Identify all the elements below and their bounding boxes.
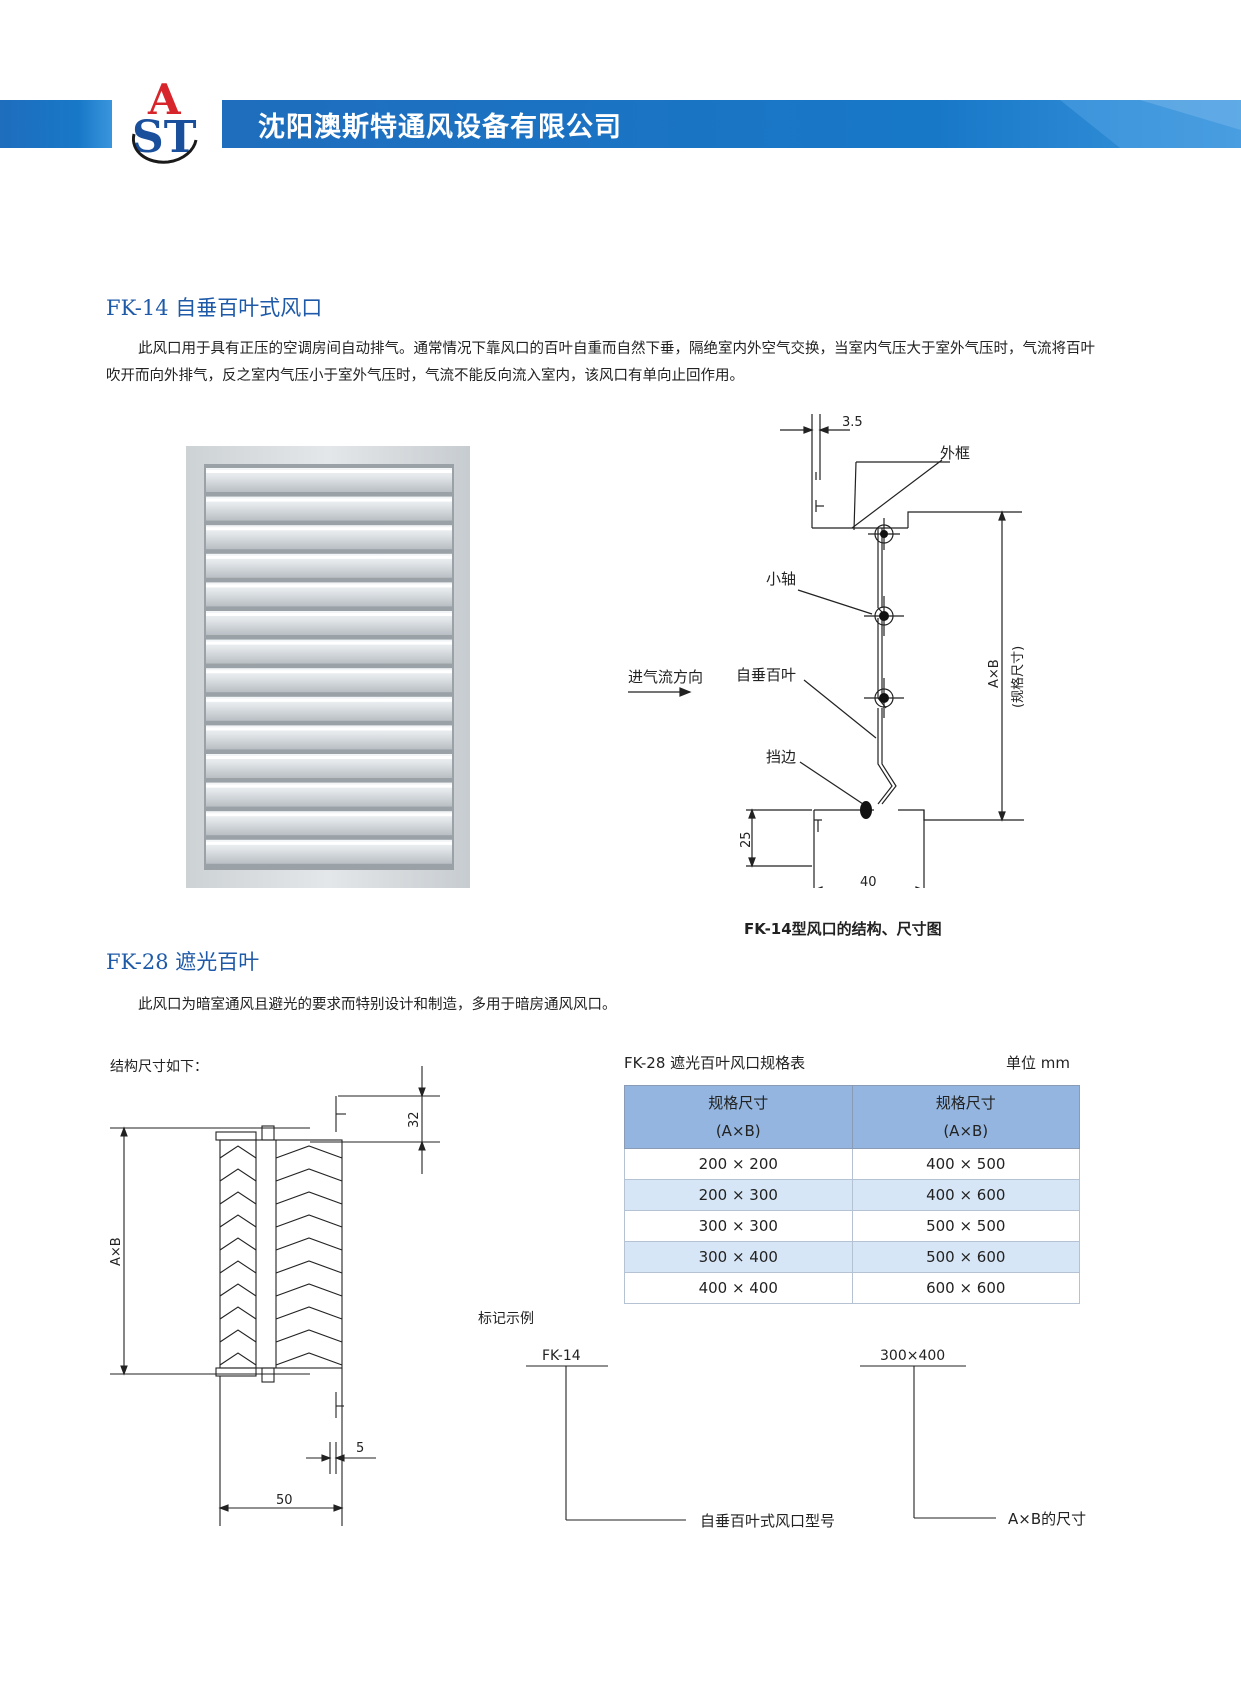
fk14-product-photo [186, 446, 470, 888]
header-band [0, 100, 1241, 148]
louver-slat-highlight [206, 756, 452, 759]
chevron-blade [219, 1260, 257, 1274]
table-cell: 200 × 300 [624, 1179, 853, 1211]
fk14-label-louver: 自垂百叶 [736, 666, 796, 684]
louver-slat-highlight [206, 841, 452, 845]
table-cell: 400 × 500 [851, 1148, 1080, 1180]
marking-model-code: FK-14 [542, 1348, 581, 1364]
chevron-blade [275, 1145, 343, 1159]
table-header-row: 规格尺寸 (A×B) 规格尺寸 (A×B) [624, 1085, 1080, 1149]
fk14-diagram-caption: FK-14型风口的结构、尺寸图 [744, 920, 942, 938]
table-unit: 单位 mm [1006, 1054, 1070, 1072]
louver-slat-highlight [206, 555, 452, 559]
company-logo: A ST [131, 75, 198, 164]
louver-slat-highlight [206, 698, 452, 702]
table-header-cell: 规格尺寸 (A×B) [624, 1085, 853, 1149]
header-line1: 规格尺寸 [708, 1094, 769, 1112]
marking-size-code: 300×400 [880, 1348, 945, 1364]
chevron-blade [219, 1306, 257, 1320]
marking-title: 标记示例 [478, 1311, 534, 1327]
table-cell: 400 × 600 [851, 1179, 1080, 1211]
fk28-dim-top: 32 [407, 1111, 422, 1128]
fk28-dim-gap: 5 [356, 1441, 364, 1456]
fk28-dim-ab: A×B [109, 1237, 124, 1266]
louver-slat-highlight [206, 613, 452, 616]
chevron-blade [219, 1145, 257, 1159]
louver-slat-highlight [206, 727, 452, 731]
chevron-blade [219, 1168, 257, 1182]
fk14-label-frame: 外框 [940, 444, 970, 462]
chevron-blade [219, 1329, 257, 1343]
section1-paragraph: 此风口用于具有正压的空调房间自动排气。通常情况下靠风口的百叶自重而自然下垂，隔绝… [106, 341, 1095, 384]
louver-slat-highlight [206, 784, 452, 788]
fk14-dim-top: 3.5 [842, 415, 863, 430]
table-cell: 200 × 200 [624, 1148, 853, 1180]
header-line2: (A×B) [943, 1122, 989, 1140]
fk14-structure-diagram: 3.5 外框 小轴 进气流方向 自垂百叶 挡边 A×B (规格尺寸) 25 40 [628, 414, 1026, 888]
marking-model-desc: 自垂百叶式风口型号 [700, 1512, 835, 1530]
table-cell: 300 × 400 [624, 1241, 853, 1273]
louver-slat-highlight [206, 670, 452, 674]
fk28-structure-drawing: A×B 32 5 50 [109, 1066, 440, 1526]
louver-slat-highlight [206, 641, 452, 645]
section2-title: FK-28 遮光百叶 [106, 950, 260, 974]
fk14-dim-height: A×B [987, 659, 1002, 688]
louver-slat-highlight [206, 813, 452, 817]
chevron-blade [219, 1237, 257, 1251]
louver-slat-highlight [206, 584, 452, 588]
section2-paragraph: 此风口为暗室通风且避光的要求而特别设计和制造，多用于暗房通风风口。 [138, 997, 617, 1013]
table-header-cell: 规格尺寸 (A×B) [851, 1085, 1080, 1149]
chevron-blade [219, 1214, 257, 1228]
fk14-dim-left: 25 [739, 831, 754, 848]
table-cell: 600 × 600 [851, 1272, 1080, 1304]
header-line2: (A×B) [715, 1122, 761, 1140]
chevron-blade [219, 1352, 257, 1366]
louver-slat-highlight [206, 470, 452, 473]
fk14-label-axle: 小轴 [766, 570, 796, 588]
structure-label: 结构尺寸如下： [110, 1059, 208, 1075]
chevron-blade [275, 1237, 343, 1251]
chevron-blade [275, 1260, 343, 1274]
table-title: FK-28 遮光百叶风口规格表 [624, 1054, 806, 1072]
logo-letter-a: A [147, 75, 182, 124]
table-cell: 400 × 400 [624, 1272, 853, 1304]
chevron-blade [275, 1191, 343, 1205]
marking-diagram: FK-14 300×400 自垂百叶式风口型号 A×B的尺寸 [526, 1348, 1086, 1530]
louver-slat-highlight [206, 527, 452, 531]
louver-slat-highlight [206, 498, 452, 502]
header-line1: 规格尺寸 [935, 1094, 996, 1112]
chevron-blade [275, 1168, 343, 1182]
company-name: 沈阳澳斯特通风设备有限公司 [258, 112, 622, 143]
table-cell: 300 × 300 [624, 1210, 853, 1242]
chevron-blade [275, 1352, 343, 1366]
louver-slat [206, 496, 452, 521]
table-cell: 500 × 600 [851, 1241, 1080, 1273]
table-cell: 500 × 500 [851, 1210, 1080, 1242]
chevron-blade [219, 1191, 257, 1205]
fk14-dim-height-note: (规格尺寸) [1010, 646, 1026, 708]
chevron-blade [275, 1214, 343, 1228]
chevron-blade [275, 1329, 343, 1343]
fk14-dim-bottom: 40 [860, 875, 877, 888]
section1-title: FK-14 自垂百叶式风口 [106, 296, 323, 320]
fk28-dim-width: 50 [276, 1493, 293, 1508]
chevron-blade [275, 1283, 343, 1297]
fk14-label-stop: 挡边 [766, 748, 796, 766]
chevron-blade [219, 1283, 257, 1297]
chevron-blade [275, 1306, 343, 1320]
marking-size-desc: A×B的尺寸 [1008, 1510, 1086, 1528]
fk14-label-airflow: 进气流方向 [628, 668, 703, 686]
